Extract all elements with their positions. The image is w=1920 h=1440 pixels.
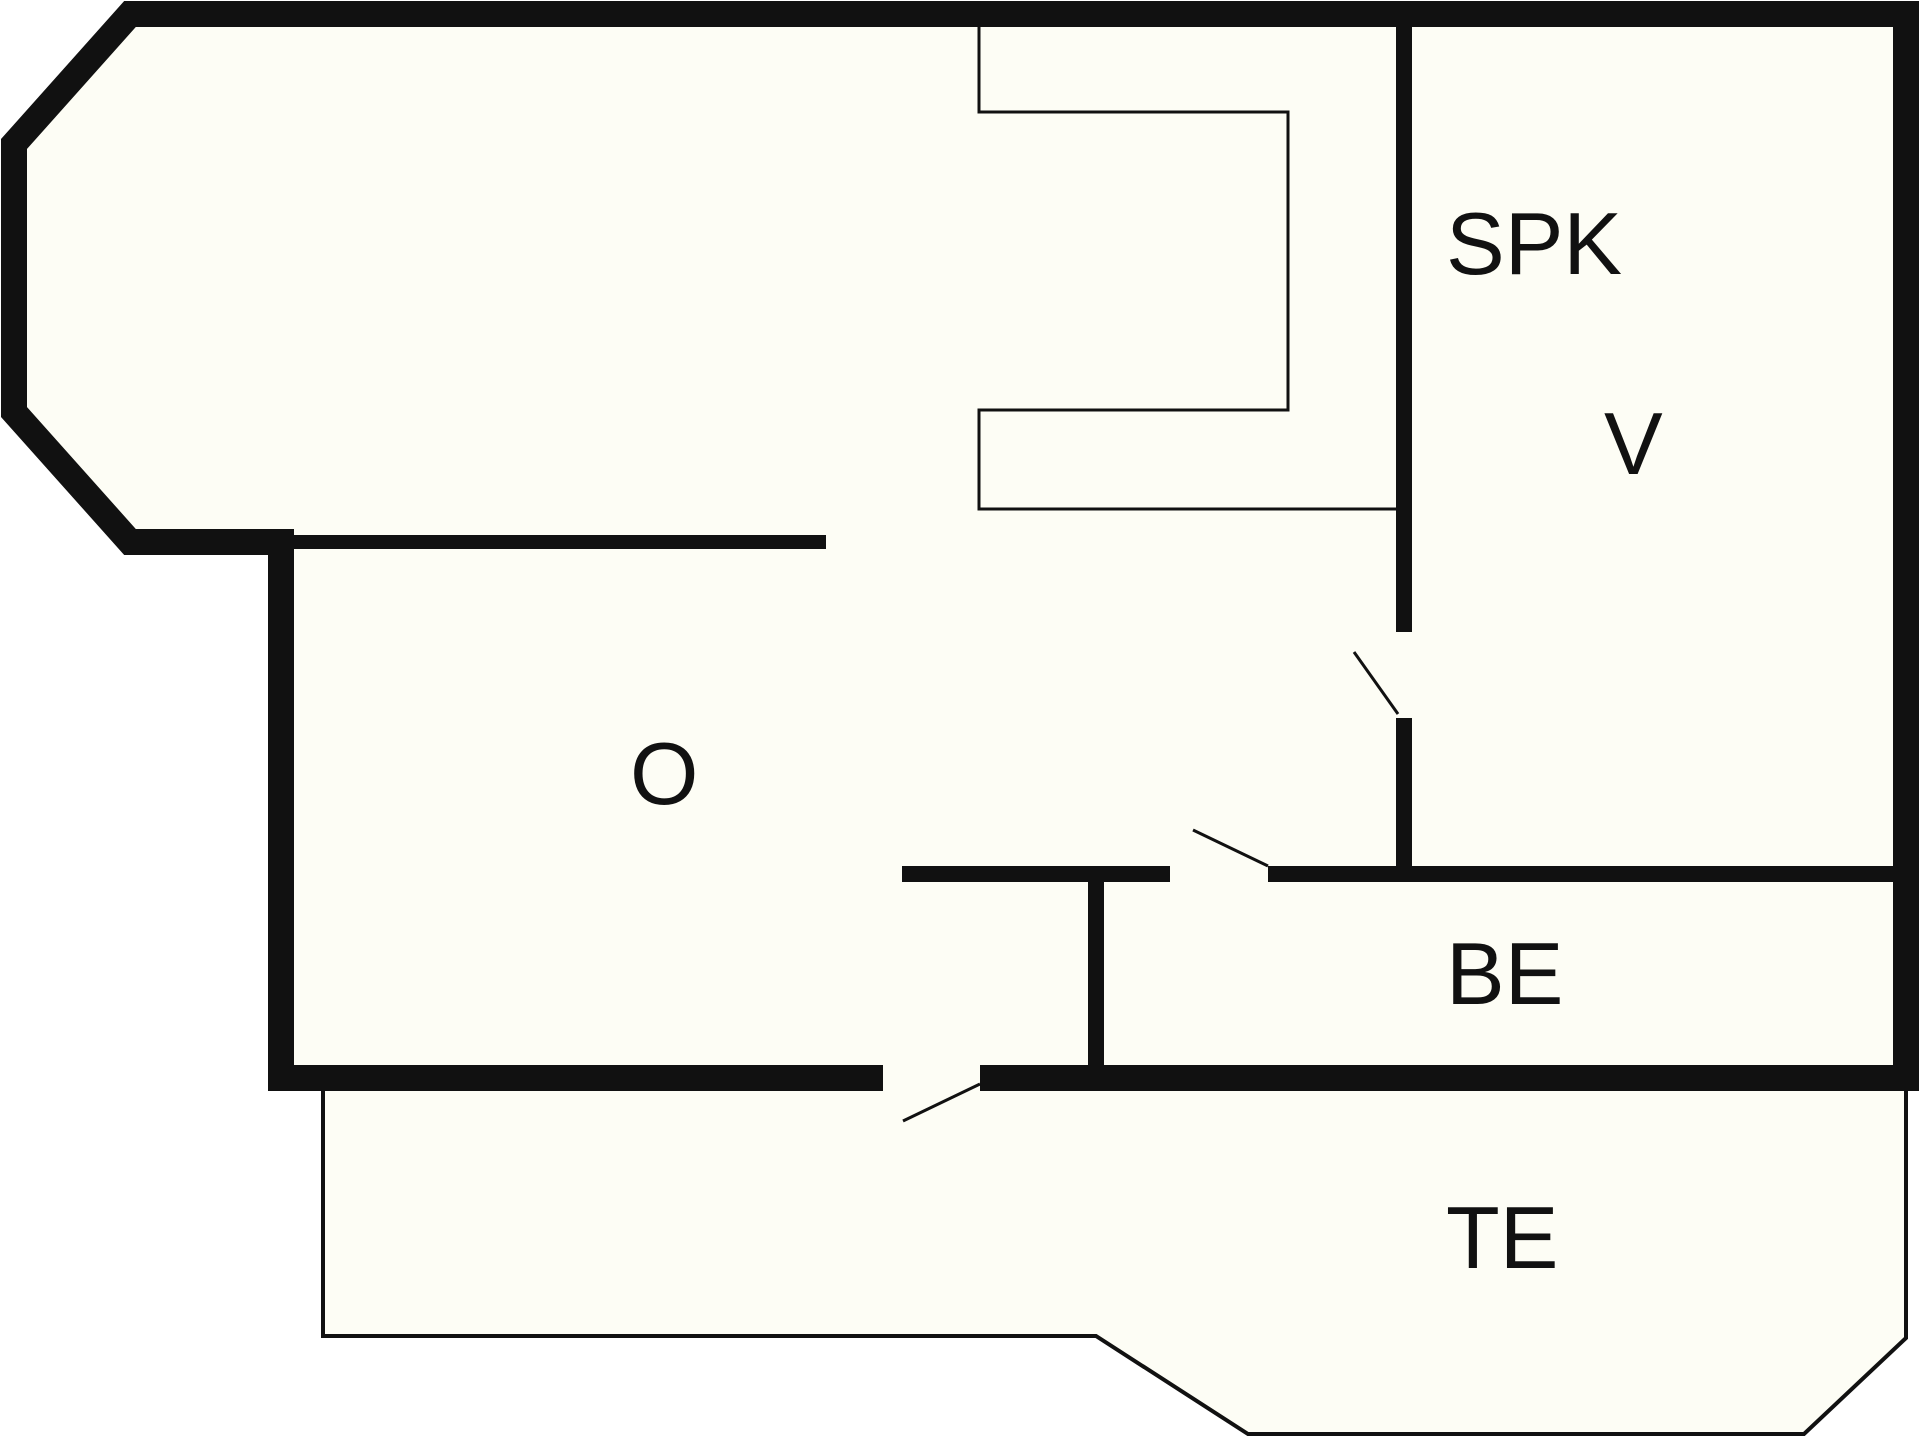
room-label-v: V [1604, 394, 1663, 493]
room-label-te: TE [1446, 1188, 1558, 1287]
outer-wall [1, 1, 1919, 1078]
terrace-floor [323, 1078, 1906, 1434]
door-swing-be [1192, 828, 1269, 868]
room-label-o: O [630, 724, 698, 823]
door-swing-spk [1352, 651, 1400, 715]
door-swing-entrance [902, 1082, 981, 1123]
room-label-spk: SPK [1446, 194, 1622, 293]
kitchen-counter [977, 26, 1398, 511]
main-floor [14, 14, 1906, 1078]
room-label-be: BE [1446, 924, 1563, 1023]
terrace-outline [321, 1086, 1908, 1436]
